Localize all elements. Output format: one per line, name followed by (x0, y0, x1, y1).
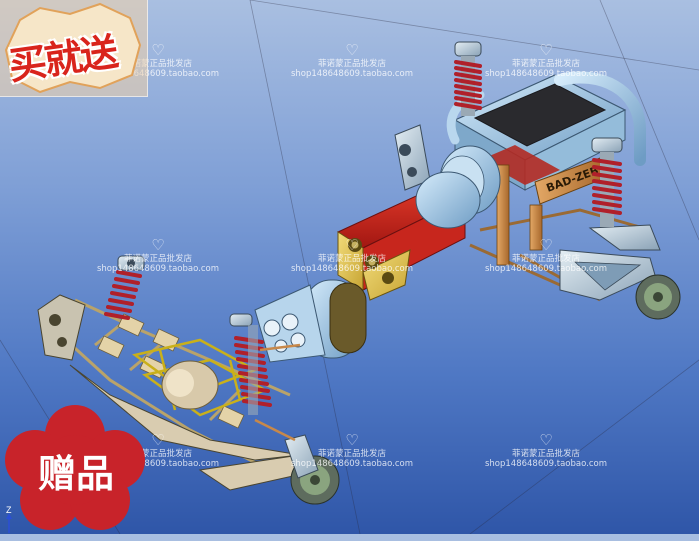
watermark-shop-url: shop148648609.taobao.com (96, 264, 220, 274)
front-right-coilover (229, 313, 272, 415)
watermark: ♡ 菲诺蒙正品批发店 shop148648609.taobao.com (282, 41, 422, 80)
watermark-shop-url: shop148648609.taobao.com (484, 69, 608, 79)
starburst-icon (4, 2, 142, 94)
watermark-shop-url: shop148648609.taobao.com (484, 459, 608, 469)
rear-suspension-assembly: BAD-ZEB (394, 41, 681, 320)
watermark-shop-name: 菲诺蒙正品批发店 (511, 254, 580, 264)
watermark-shop-name: 菲诺蒙正品批发店 (317, 449, 386, 459)
rear-right-coilover (591, 137, 623, 227)
motor-unit (254, 279, 367, 363)
axis-arrow-icon (6, 513, 12, 533)
front-left-coilover (104, 255, 145, 320)
rear-left-coilover (454, 41, 482, 116)
watermark-shop-url: shop148648609.taobao.com (96, 459, 220, 469)
watermark-shop-name: 菲诺蒙正品批发店 (123, 254, 192, 264)
watermark-shop-url: shop148648609.taobao.com (96, 69, 220, 79)
gift-badge: 赠品 (0, 405, 150, 530)
watermark: ♡ 菲诺蒙正品批发店 shop148648609.taobao.com (476, 236, 616, 275)
watermark-shop-name: 菲诺蒙正品批发店 (123, 59, 192, 69)
heart-icon: ♡ (345, 236, 359, 254)
gearbox-housing (336, 171, 481, 301)
gift-label: 赠品 (38, 452, 115, 496)
watermark: ♡ 菲诺蒙正品批发店 shop148648609.taobao.com (88, 41, 228, 80)
heart-icon: ♡ (539, 236, 553, 254)
watermark: ♡ 菲诺蒙正品批发店 shop148648609.taobao.com (282, 431, 422, 470)
watermark-shop-name: 菲诺蒙正品批发店 (317, 59, 386, 69)
watermark: ♡ 菲诺蒙正品批发店 shop148648609.taobao.com (88, 236, 228, 275)
watermark-shop-name: 菲诺蒙正品批发店 (123, 449, 192, 459)
flower-icon (5, 405, 145, 530)
watermark-shop-url: shop148648609.taobao.com (290, 459, 414, 469)
axis-indicator: Z (2, 505, 16, 533)
watermark-shop-name: 菲诺蒙正品批发店 (511, 449, 580, 459)
watermark-shop-name: 菲诺蒙正品批发店 (511, 59, 580, 69)
heart-icon: ♡ (345, 41, 359, 59)
watermark: ♡ 菲诺蒙正品批发店 shop148648609.taobao.com (476, 41, 616, 80)
heart-icon: ♡ (345, 431, 359, 449)
heart-icon: ♡ (539, 431, 553, 449)
watermark-shop-name: 菲诺蒙正品批发店 (317, 254, 386, 264)
heart-icon: ♡ (151, 41, 165, 59)
promo-corner-badge: 买就送 (0, 0, 148, 97)
watermark-shop-url: shop148648609.taobao.com (290, 69, 414, 79)
heart-icon: ♡ (539, 41, 553, 59)
heart-icon: ♡ (151, 431, 165, 449)
watermark: ♡ 菲诺蒙正品批发店 shop148648609.taobao.com (88, 431, 228, 470)
watermark: ♡ 菲诺蒙正品批发店 shop148648609.taobao.com (476, 431, 616, 470)
front-suspension-assembly (37, 255, 340, 505)
watermark-shop-url: shop148648609.taobao.com (290, 264, 414, 274)
watermark-shop-url: shop148648609.taobao.com (484, 264, 608, 274)
axis-z-label: Z (6, 505, 12, 515)
heart-icon: ♡ (151, 236, 165, 254)
watermark: ♡ 菲诺蒙正品批发店 shop148648609.taobao.com (282, 236, 422, 275)
